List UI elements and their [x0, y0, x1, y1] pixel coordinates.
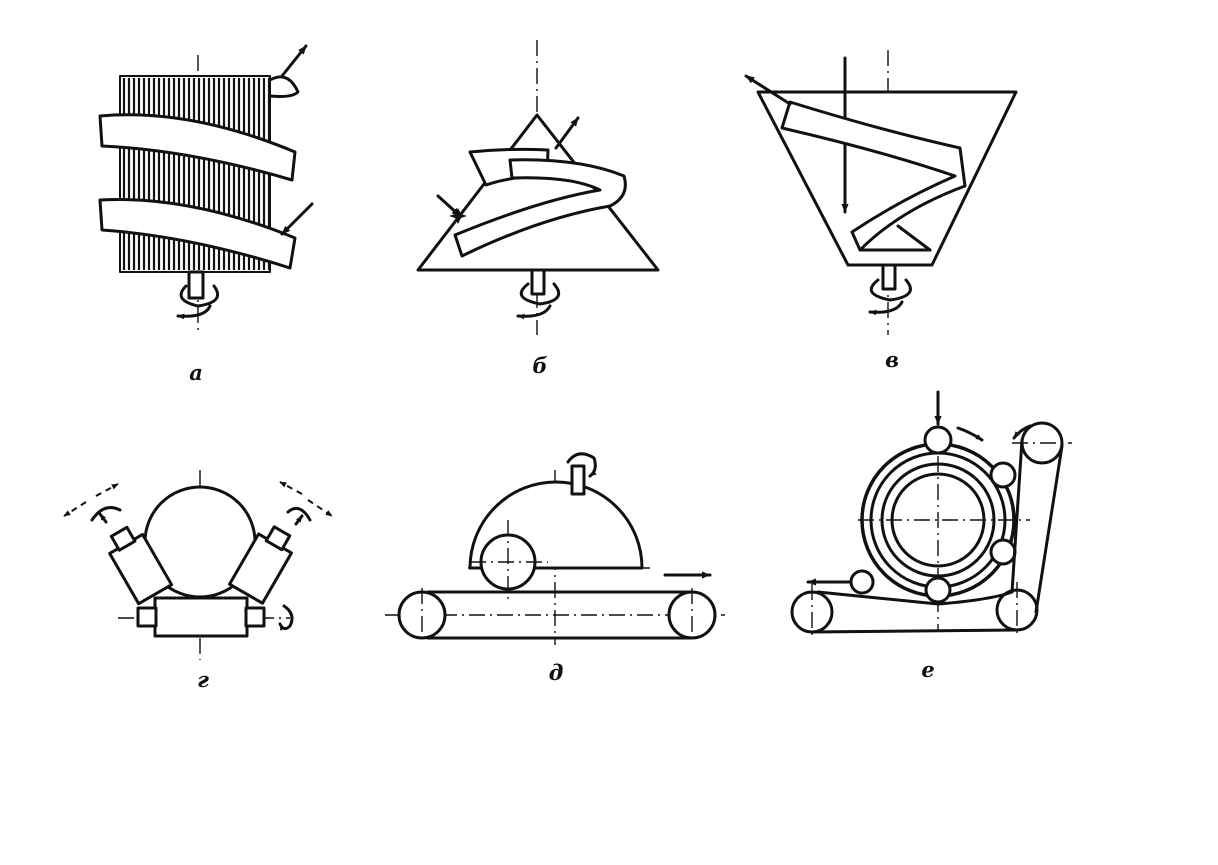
- figure-g-vibro-drum: г: [63, 470, 333, 692]
- figure-a-spiral-cylinder: а: [98, 44, 314, 385]
- figure-v-inverted-cone: в: [744, 50, 1018, 372]
- figure-e-ring-belt: е: [790, 390, 1072, 682]
- label-b: б: [532, 353, 547, 378]
- label-d: д: [549, 660, 564, 685]
- figure-b-cone-spiral: б: [416, 40, 660, 378]
- figure-d-belt-conveyor: д: [385, 452, 725, 685]
- label-a: а: [189, 360, 203, 385]
- label-v: в: [885, 347, 899, 372]
- label-e: е: [921, 657, 934, 682]
- label-g: г: [197, 667, 209, 692]
